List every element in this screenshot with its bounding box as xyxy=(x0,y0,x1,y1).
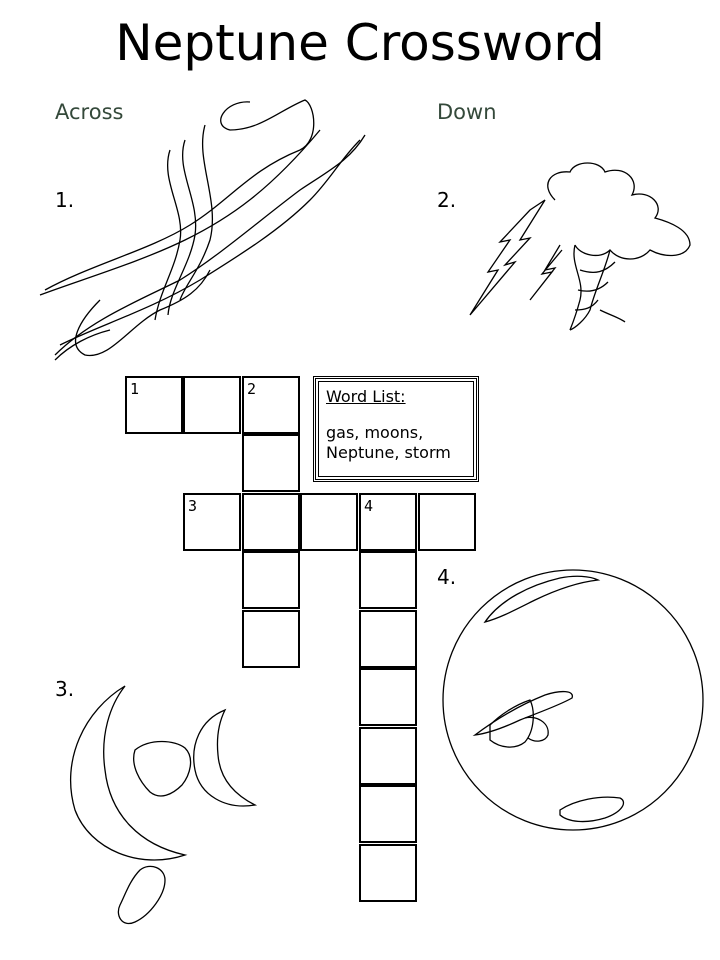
grid-number-4: 4 xyxy=(364,497,374,515)
grid-cell[interactable] xyxy=(242,434,300,492)
across-heading: Across xyxy=(55,100,124,124)
word-list-box: Word List: gas, moons, Neptune, storm xyxy=(313,376,479,482)
grid-cell[interactable] xyxy=(359,727,417,785)
grid-cell[interactable] xyxy=(300,493,358,551)
grid-cell[interactable]: 1 xyxy=(125,376,183,434)
clue-4-number: 4. xyxy=(437,565,457,589)
grid-number-3: 3 xyxy=(188,497,198,515)
grid-number-1: 1 xyxy=(130,380,140,398)
grid-cell[interactable] xyxy=(359,668,417,726)
grid-cell[interactable]: 3 xyxy=(183,493,241,551)
clue-1-number: 1. xyxy=(55,188,75,212)
grid-number-2: 2 xyxy=(247,380,257,398)
grid-cell[interactable] xyxy=(418,493,476,551)
clue-2-number: 2. xyxy=(437,188,457,212)
clue-3-number: 3. xyxy=(55,677,75,701)
grid-cell[interactable] xyxy=(183,376,241,434)
down-heading: Down xyxy=(437,100,497,124)
word-list-line: gas, moons, xyxy=(326,423,424,442)
grid-cell[interactable]: 2 xyxy=(242,376,300,434)
word-list-line: Neptune, storm xyxy=(326,443,451,462)
grid-cell[interactable] xyxy=(359,785,417,843)
grid-cell[interactable] xyxy=(359,551,417,609)
page-title: Neptune Crossword xyxy=(115,14,605,72)
grid-cell[interactable] xyxy=(242,551,300,609)
grid-cell[interactable] xyxy=(242,610,300,668)
grid-cell[interactable] xyxy=(359,610,417,668)
grid-cell[interactable]: 4 xyxy=(359,493,417,551)
grid-cell[interactable] xyxy=(242,493,300,551)
word-list-title: Word List: xyxy=(326,387,406,406)
grid-cell[interactable] xyxy=(359,844,417,902)
